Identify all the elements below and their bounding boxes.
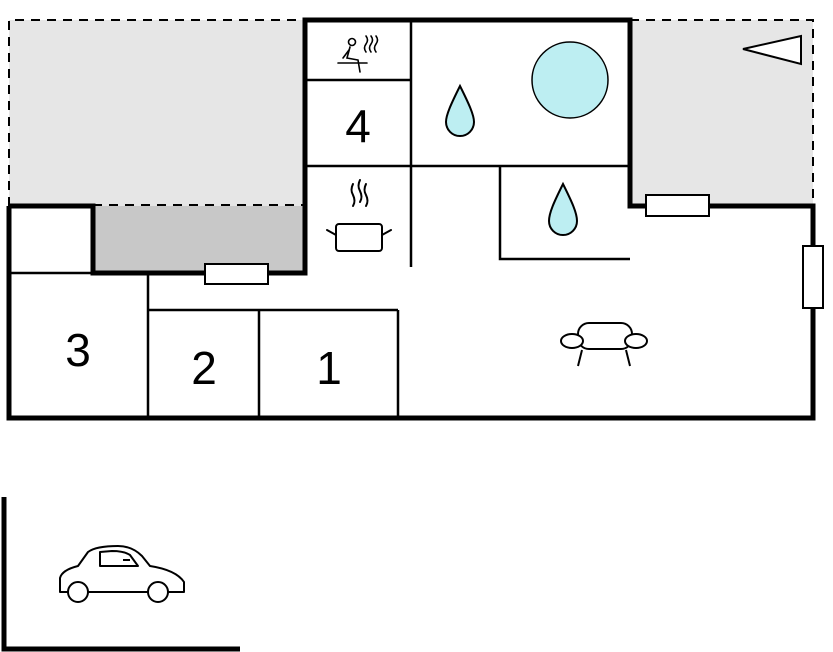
kitchen-pot-icon [326, 179, 392, 252]
north-arrow-icon [742, 34, 802, 66]
parking-boundary [1, 497, 240, 652]
covered-area [93, 206, 305, 273]
window-icon [645, 194, 710, 217]
sauna-icon [337, 35, 379, 73]
terrace-left [8, 19, 305, 206]
water-drop-icon [444, 83, 476, 137]
car-icon [59, 545, 185, 603]
room-label-4: 4 [345, 100, 371, 152]
water-drop-icon [547, 181, 579, 236]
sofa-icon [560, 322, 648, 367]
window-icon [802, 245, 824, 309]
room-label-1: 1 [316, 342, 342, 394]
room-label-2: 2 [191, 342, 217, 394]
exterior-walls [6, 17, 816, 421]
interior-walls [9, 20, 630, 418]
room-label-3: 3 [65, 324, 91, 376]
window-icon [204, 263, 269, 285]
hot-tub-icon [531, 41, 609, 119]
